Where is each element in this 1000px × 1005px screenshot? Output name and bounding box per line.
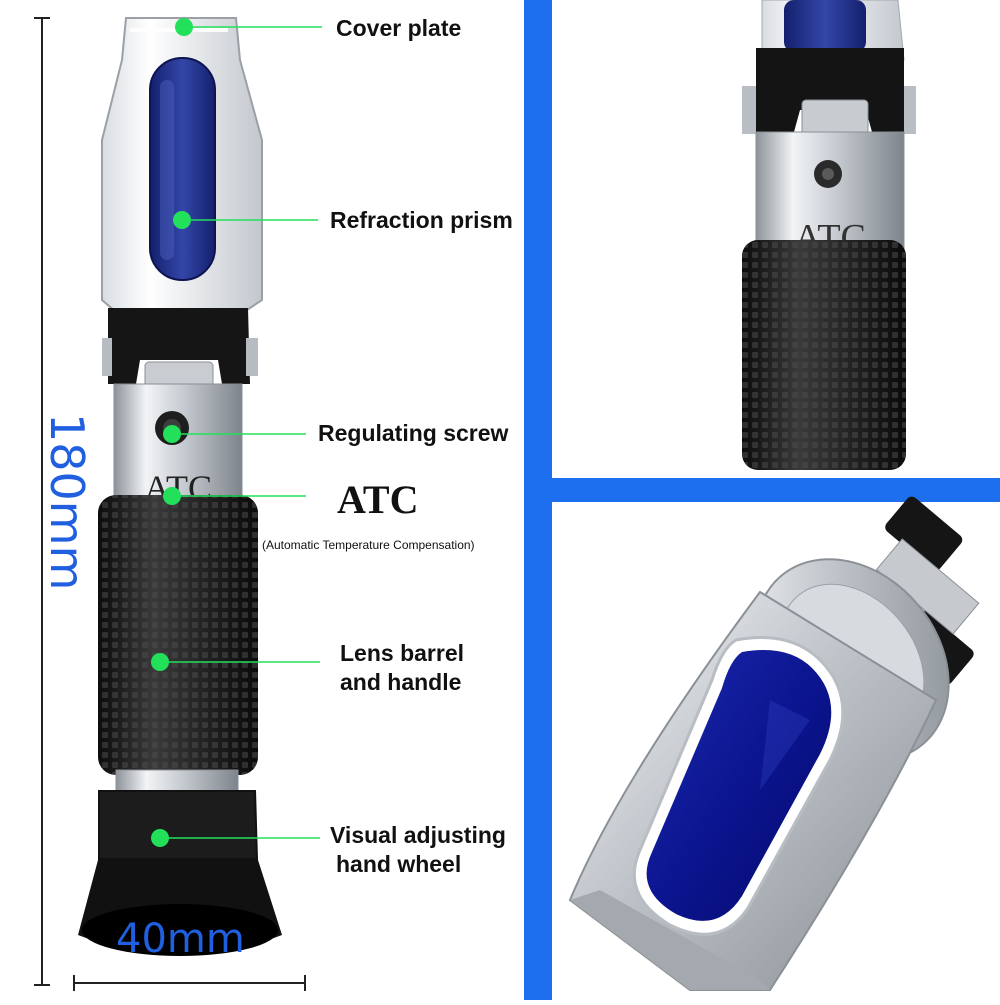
refractometer-device: ATC [78,17,282,956]
cover-plate-marker [175,18,193,36]
horizontal-divider [552,478,1000,502]
lens-barrel-label-line1: Lens barrel [340,640,464,666]
lens-barrel-marker [151,653,169,671]
width-dimension-label: 40mm [116,916,245,962]
atc-marker [163,487,181,505]
hand-wheel-label-line2: hand wheel [336,851,462,877]
regulating-screw-label: Regulating screw [318,420,509,446]
refraction-prism-marker [173,211,191,229]
vertical-divider [524,0,552,1000]
leader-lines [160,26,322,839]
closeup-atc-panel: ATC [742,0,916,470]
height-dimension-label: 180mm [40,413,94,591]
angled-prism-panel [568,496,980,991]
width-dimension-line [73,975,306,991]
height-dimension-line [34,17,50,986]
markers [151,18,193,847]
hand-wheel-marker [151,829,169,847]
atc-label: ATC [337,477,419,522]
refraction-prism-label: Refraction prism [330,207,513,233]
hand-wheel-label-line1: Visual adjusting [330,822,506,848]
lens-barrel-label-line2: and handle [340,669,462,695]
regulating-screw-marker [163,425,181,443]
cover-plate-label: Cover plate [336,15,462,41]
atc-full-label: (Automatic Temperature Compensation) [262,538,475,552]
panel-dividers [524,0,1000,1000]
